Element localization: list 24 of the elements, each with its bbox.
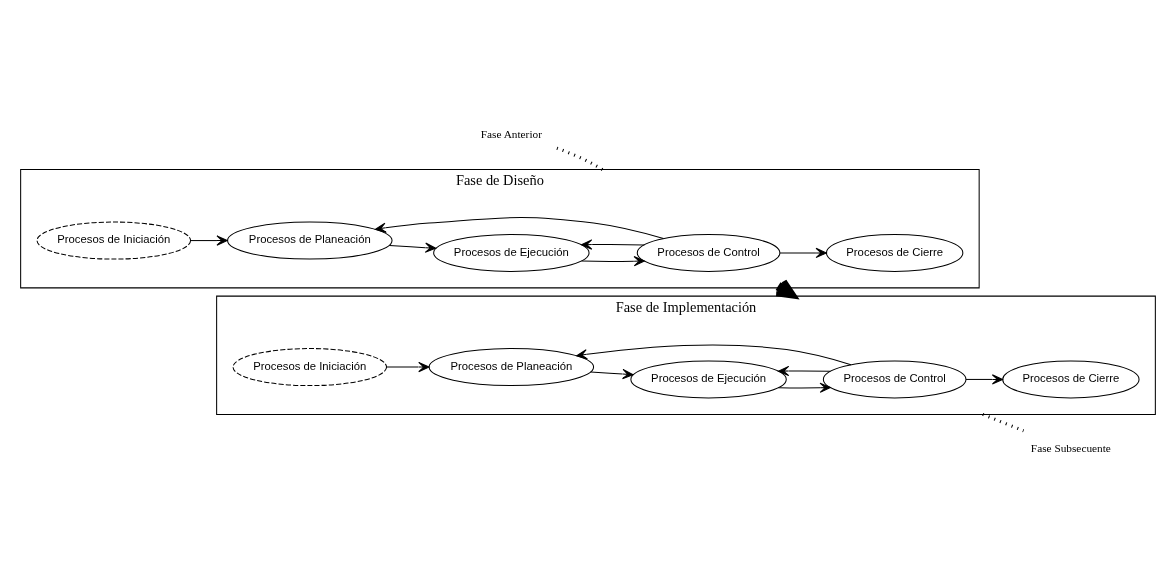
arrow [386, 361, 430, 372]
node-text: Fase Subsecuente [1030, 441, 1111, 454]
node-ellipse: Procesos de Iniciación [232, 347, 388, 386]
arrow [777, 382, 831, 393]
arrow [779, 247, 827, 258]
node-text: Fase Anterior [480, 127, 542, 140]
arrow [190, 234, 228, 246]
arrow [374, 216, 664, 239]
arrow [580, 238, 645, 250]
arrow [590, 368, 634, 379]
arrow [576, 344, 852, 365]
node-ellipse: Procesos de Ejecución [433, 233, 590, 272]
arrow [965, 373, 1004, 385]
connector [556, 146, 604, 171]
node-ellipse: Procesos de Control [636, 233, 781, 272]
node-ellipse: Procesos de Ejecución [630, 359, 787, 398]
node-ellipse: Procesos de Iniciación [36, 221, 192, 260]
node-ellipse: Procesos de Cierre [825, 233, 964, 272]
connector [982, 412, 1025, 432]
arrow [388, 242, 437, 253]
arrow [777, 365, 831, 376]
arrow [580, 255, 645, 266]
node-ellipse: Procesos de Control [822, 359, 967, 398]
node-ellipse: Procesos de Cierre [1002, 359, 1140, 398]
